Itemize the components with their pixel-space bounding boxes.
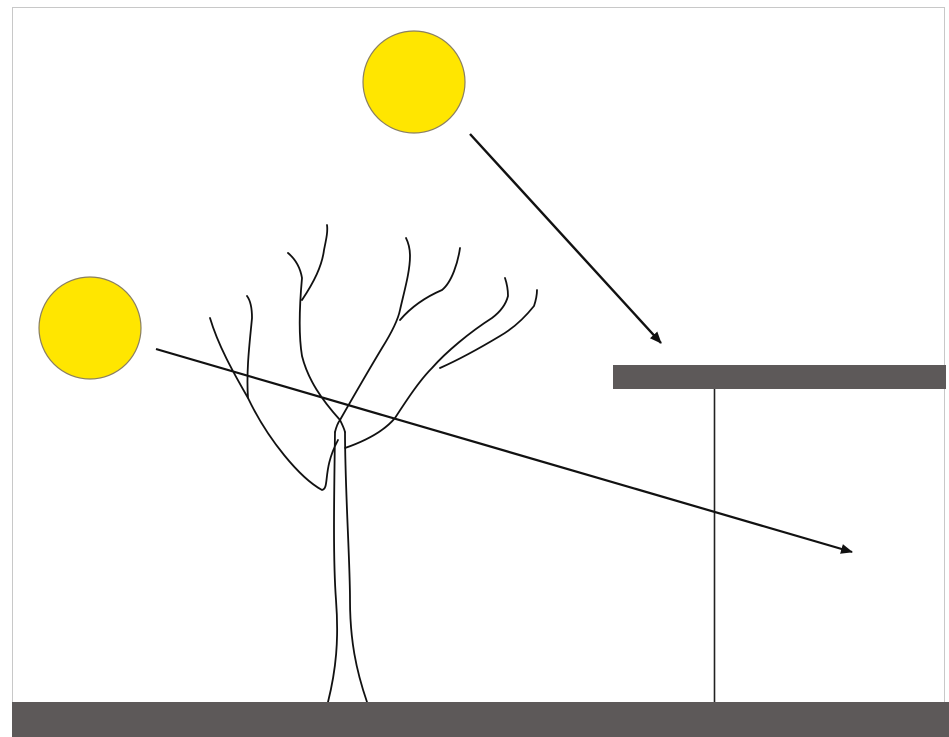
ground-slab [12,702,949,737]
low-sun-icon [39,277,141,379]
shade-canopy [613,365,946,389]
high-sun-icon [363,31,465,133]
